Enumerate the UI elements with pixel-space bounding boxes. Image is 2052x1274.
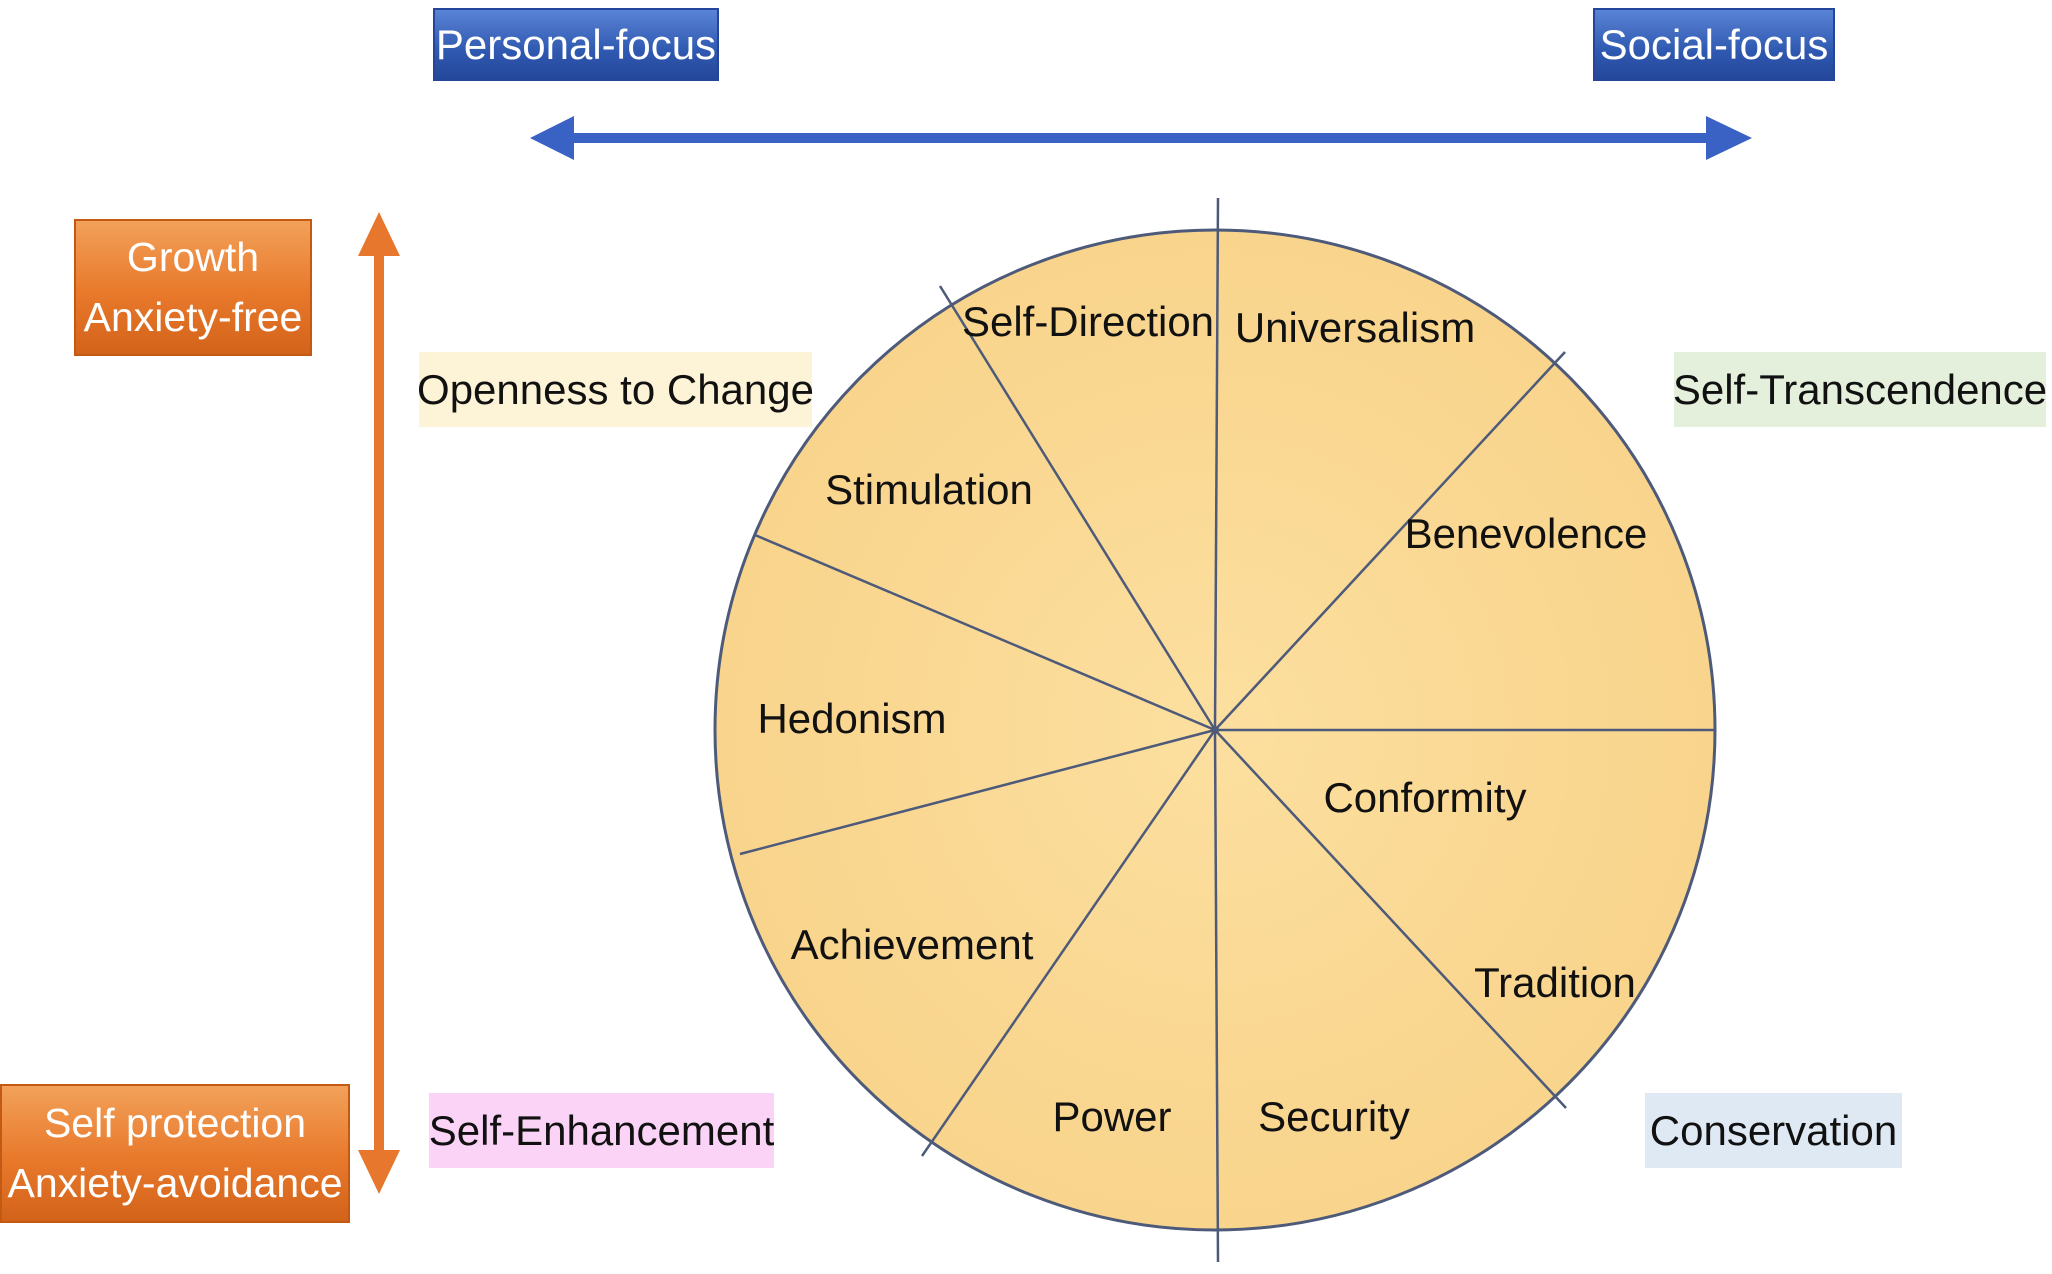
divider-left-lower xyxy=(739,728,1216,856)
divider-lower-left xyxy=(920,729,1217,1157)
sector-benevolence-label: Benevolence xyxy=(1405,510,1648,557)
sector-self-direction-label: Self-Direction xyxy=(962,298,1214,345)
growth-text: Growth xyxy=(126,234,260,281)
personal-focus-label: Personal-focus xyxy=(433,8,719,81)
sector-achievement-label: Achievement xyxy=(791,921,1034,968)
vertical-motivation-arrow xyxy=(358,212,400,1194)
divider-top xyxy=(1213,197,1220,731)
horizontal-focus-arrow xyxy=(530,116,1752,160)
right-arrowhead xyxy=(1706,116,1752,160)
sector-conformity-label: Conformity xyxy=(1323,774,1526,821)
social-focus-text: Social-focus xyxy=(1599,20,1829,68)
social-focus-label: Social-focus xyxy=(1593,8,1835,81)
sector-universalism-label: Universalism xyxy=(1235,304,1475,351)
bottom-arrowhead xyxy=(358,1150,400,1194)
top-arrowhead xyxy=(358,212,400,256)
divider-bottom xyxy=(1213,729,1220,1263)
anxiety-free-text: Anxiety-free xyxy=(83,293,303,340)
sector-power-label: Power xyxy=(1052,1093,1171,1140)
anxiety-avoidance-text: Anxiety-avoidance xyxy=(7,1159,343,1206)
sector-tradition-label: Tradition xyxy=(1474,959,1636,1006)
values-circle: Self-Direction Universalism Benevolence … xyxy=(713,197,1717,1263)
openness-to-change-text: Openness to Change xyxy=(417,365,814,413)
growth-anxiety-free-label: Growth Anxiety-free xyxy=(74,219,312,356)
divider-left-upper xyxy=(754,533,1216,732)
self-transcendence-text: Self-Transcendence xyxy=(1672,365,2048,413)
conservation-text: Conservation xyxy=(1649,1106,1898,1154)
self-enhancement-label: Self-Enhancement xyxy=(429,1093,774,1168)
divider-upper-left xyxy=(938,285,1217,731)
left-arrowhead xyxy=(530,116,574,160)
sector-hedonism-label: Hedonism xyxy=(757,695,946,742)
self-transcendence-label: Self-Transcendence xyxy=(1672,352,2048,427)
divider-lower-right xyxy=(1214,729,1567,1109)
conservation-label: Conservation xyxy=(1645,1093,1902,1168)
self-enhancement-text: Self-Enhancement xyxy=(428,1106,775,1154)
self-protection-label: Self protection Anxiety-avoidance xyxy=(0,1084,350,1223)
openness-to-change-label: Openness to Change xyxy=(417,352,814,427)
sector-stimulation-label: Stimulation xyxy=(825,466,1033,513)
sector-security-label: Security xyxy=(1258,1093,1410,1140)
circle-center-point xyxy=(1211,726,1219,734)
self-protection-text: Self protection xyxy=(43,1100,307,1147)
personal-focus-text: Personal-focus xyxy=(435,20,717,68)
divider-upper-right xyxy=(1214,351,1566,731)
